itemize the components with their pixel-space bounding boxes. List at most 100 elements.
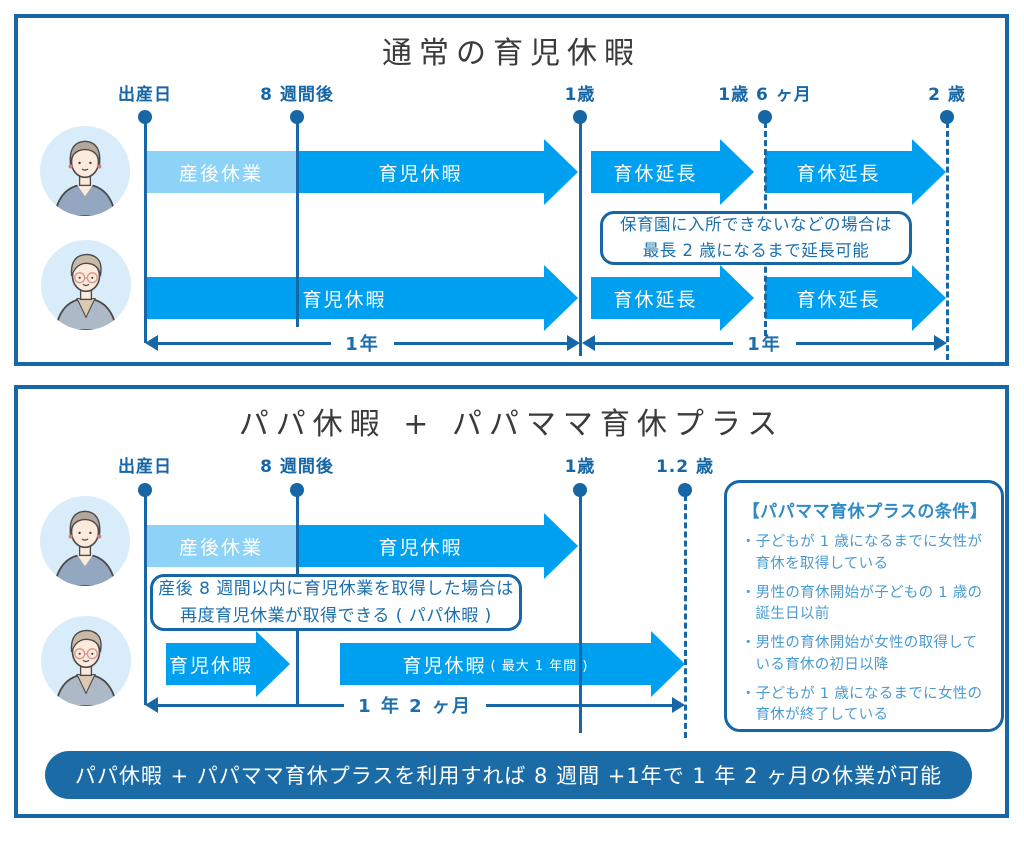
marker-dot [573, 483, 587, 497]
arrow-label: 育休延長 [796, 162, 881, 185]
axis-label: 1 年 2 ヶ月 [358, 696, 472, 717]
axis-line [393, 341, 567, 345]
arrow-papa-leave-first: 育児休暇 [166, 631, 290, 697]
condition-item: ・子どもが 1 歳になるまでに女性が育休を取得している [741, 534, 983, 572]
axis-line [795, 341, 934, 345]
marker-label-1-2years: 1.2 歳 [655, 457, 715, 477]
arrow-shaft: 育休延長 [591, 151, 720, 193]
axis-arrowhead-left-icon [145, 335, 158, 351]
bar-label: 産後休業 [178, 536, 263, 559]
arrow-head [720, 139, 754, 205]
marker-dot [678, 483, 692, 497]
note-line: 産後 8 週間以内に育児休業を取得した場合は [158, 579, 514, 600]
timeline-line-birth [143, 495, 147, 705]
marker-label-1year: 1歳 [564, 85, 596, 105]
note-extension-conditions: 保育園に入所できないなどの場合は 最長 2 歳になるまで延長可能 [600, 211, 912, 265]
marker-label-2years: 2 歳 [928, 85, 966, 105]
axis-arrowhead-left-icon [145, 697, 158, 713]
arrow-shaft: 育児休暇 [297, 525, 544, 567]
marker-label-18months: 1歳 6 ヶ月 [718, 85, 812, 105]
arrow-childcare-leave: 育児休暇 [297, 139, 578, 205]
arrow-leave-extension-2: 育休延長 [765, 139, 946, 205]
note-line: 最長 2 歳になるまで延長可能 [642, 241, 870, 260]
arrow-childcare-leave: 育児休暇 [297, 513, 578, 579]
arrow-shaft: 育児休暇 [145, 277, 544, 319]
timeline-line-1-2years [683, 495, 687, 738]
axis-arrowhead-right-icon [934, 335, 947, 351]
arrow-head [544, 139, 578, 205]
marker-dot [290, 483, 304, 497]
arrow-shaft: 育休延長 [591, 277, 720, 319]
condition-item: ・男性の育休開始が女性の取得している育休の初日以降 [741, 635, 978, 673]
note-line: 再度育児休業が取得できる ( パパ休暇 ) [180, 605, 492, 626]
axis-line [158, 341, 332, 345]
axis-label: 1年 [345, 334, 380, 355]
arrow-sublabel: ( 最大 1 年間 ) [490, 658, 589, 674]
axis-span-1year-second: 1年 [582, 333, 947, 355]
panel-normal-leave-title: 通常の育児休暇 [382, 36, 641, 71]
marker-label-birth: 出産日 [118, 457, 172, 477]
arrow-head [912, 265, 946, 331]
bar-postnatal-leave: 産後休業 [145, 151, 297, 193]
marker-dot [940, 110, 954, 124]
axis-line [158, 703, 345, 707]
arrow-label: 育休延長 [613, 288, 698, 311]
arrow-head [720, 265, 754, 331]
arrow-label: 育休延長 [796, 288, 881, 311]
summary-banner: パパ休暇 + パパママ育休プラスを利用すれば 8 週間 +1年で 1 年 2 ヶ… [45, 751, 972, 799]
arrow-head [256, 631, 290, 697]
conditions-title: 【パパママ育休プラスの条件】 [742, 502, 988, 522]
marker-label-8weeks: 8 週間後 [260, 457, 334, 477]
timeline-line-1year [578, 495, 582, 733]
axis-arrowhead-left-icon [582, 335, 595, 351]
mother-avatar-icon [40, 126, 130, 216]
bar-label: 産後休業 [178, 162, 263, 185]
arrow-head [912, 139, 946, 205]
arrow-shaft: 育児休暇 [166, 643, 256, 685]
arrow-label: 育児休暇 [168, 654, 253, 677]
conditions-box: 【パパママ育休プラスの条件】 ・子どもが 1 歳になるまでに女性が育休を取得して… [724, 480, 1004, 732]
conditions-list: ・子どもが 1 歳になるまでに女性が育休を取得している ・男性の育休開始が子ども… [741, 532, 989, 727]
arrow-head [651, 631, 685, 697]
marker-dot [758, 110, 772, 124]
arrow-shaft: 育児休暇 [297, 151, 544, 193]
arrow-label: 育児休暇 [402, 654, 487, 677]
timeline-line-1year [578, 122, 582, 356]
father-avatar-icon [41, 240, 131, 330]
marker-dot [573, 110, 587, 124]
axis-arrowhead-right-icon [567, 335, 580, 351]
marker-dot [138, 110, 152, 124]
arrow-papa-leave-second: 育児休暇 ( 最大 1 年間 ) [340, 631, 685, 697]
arrow-label: 育児休暇 [378, 162, 463, 185]
arrow-leave-extension-1: 育休延長 [591, 139, 754, 205]
marker-dot [138, 483, 152, 497]
marker-label-8weeks: 8 週間後 [260, 85, 334, 105]
arrow-shaft: 育休延長 [765, 151, 912, 193]
axis-span-1year-first: 1年 [145, 333, 580, 355]
marker-dot [290, 110, 304, 124]
marker-label-birth: 出産日 [118, 85, 172, 105]
panel-papa-leave-plus-title: パパ休暇 + パパママ育休プラス [238, 407, 785, 442]
axis-label: 1年 [747, 334, 782, 355]
arrow-shaft: 育休延長 [765, 277, 912, 319]
axis-arrowhead-right-icon [672, 697, 686, 713]
timeline-line-2years [945, 122, 949, 360]
marker-label-1year: 1歳 [564, 457, 596, 477]
condition-item: ・子どもが 1 歳になるまでに女性の育休が終了している [741, 685, 983, 724]
bar-postnatal-leave: 産後休業 [145, 525, 297, 567]
father-avatar-icon [41, 616, 131, 706]
arrow-label: 育児休暇 [378, 536, 463, 559]
arrow-label: 育休延長 [613, 162, 698, 185]
mother-avatar-icon [40, 496, 130, 586]
note-line: 保育園に入所できないなどの場合は [620, 215, 892, 235]
timeline-line-birth [143, 122, 147, 343]
axis-line [595, 341, 734, 345]
condition-item: ・男性の育休開始が子どもの 1 歳の誕生日以前 [741, 584, 983, 623]
arrow-head [544, 265, 578, 331]
arrow-childcare-leave-father: 育児休暇 [145, 265, 578, 331]
arrow-leave-extension-2-father: 育休延長 [765, 265, 946, 331]
arrow-shaft: 育児休暇 ( 最大 1 年間 ) [340, 643, 651, 685]
axis-span-14months: 1 年 2 ヶ月 [145, 695, 686, 717]
timeline-line-8weeks [295, 122, 299, 327]
